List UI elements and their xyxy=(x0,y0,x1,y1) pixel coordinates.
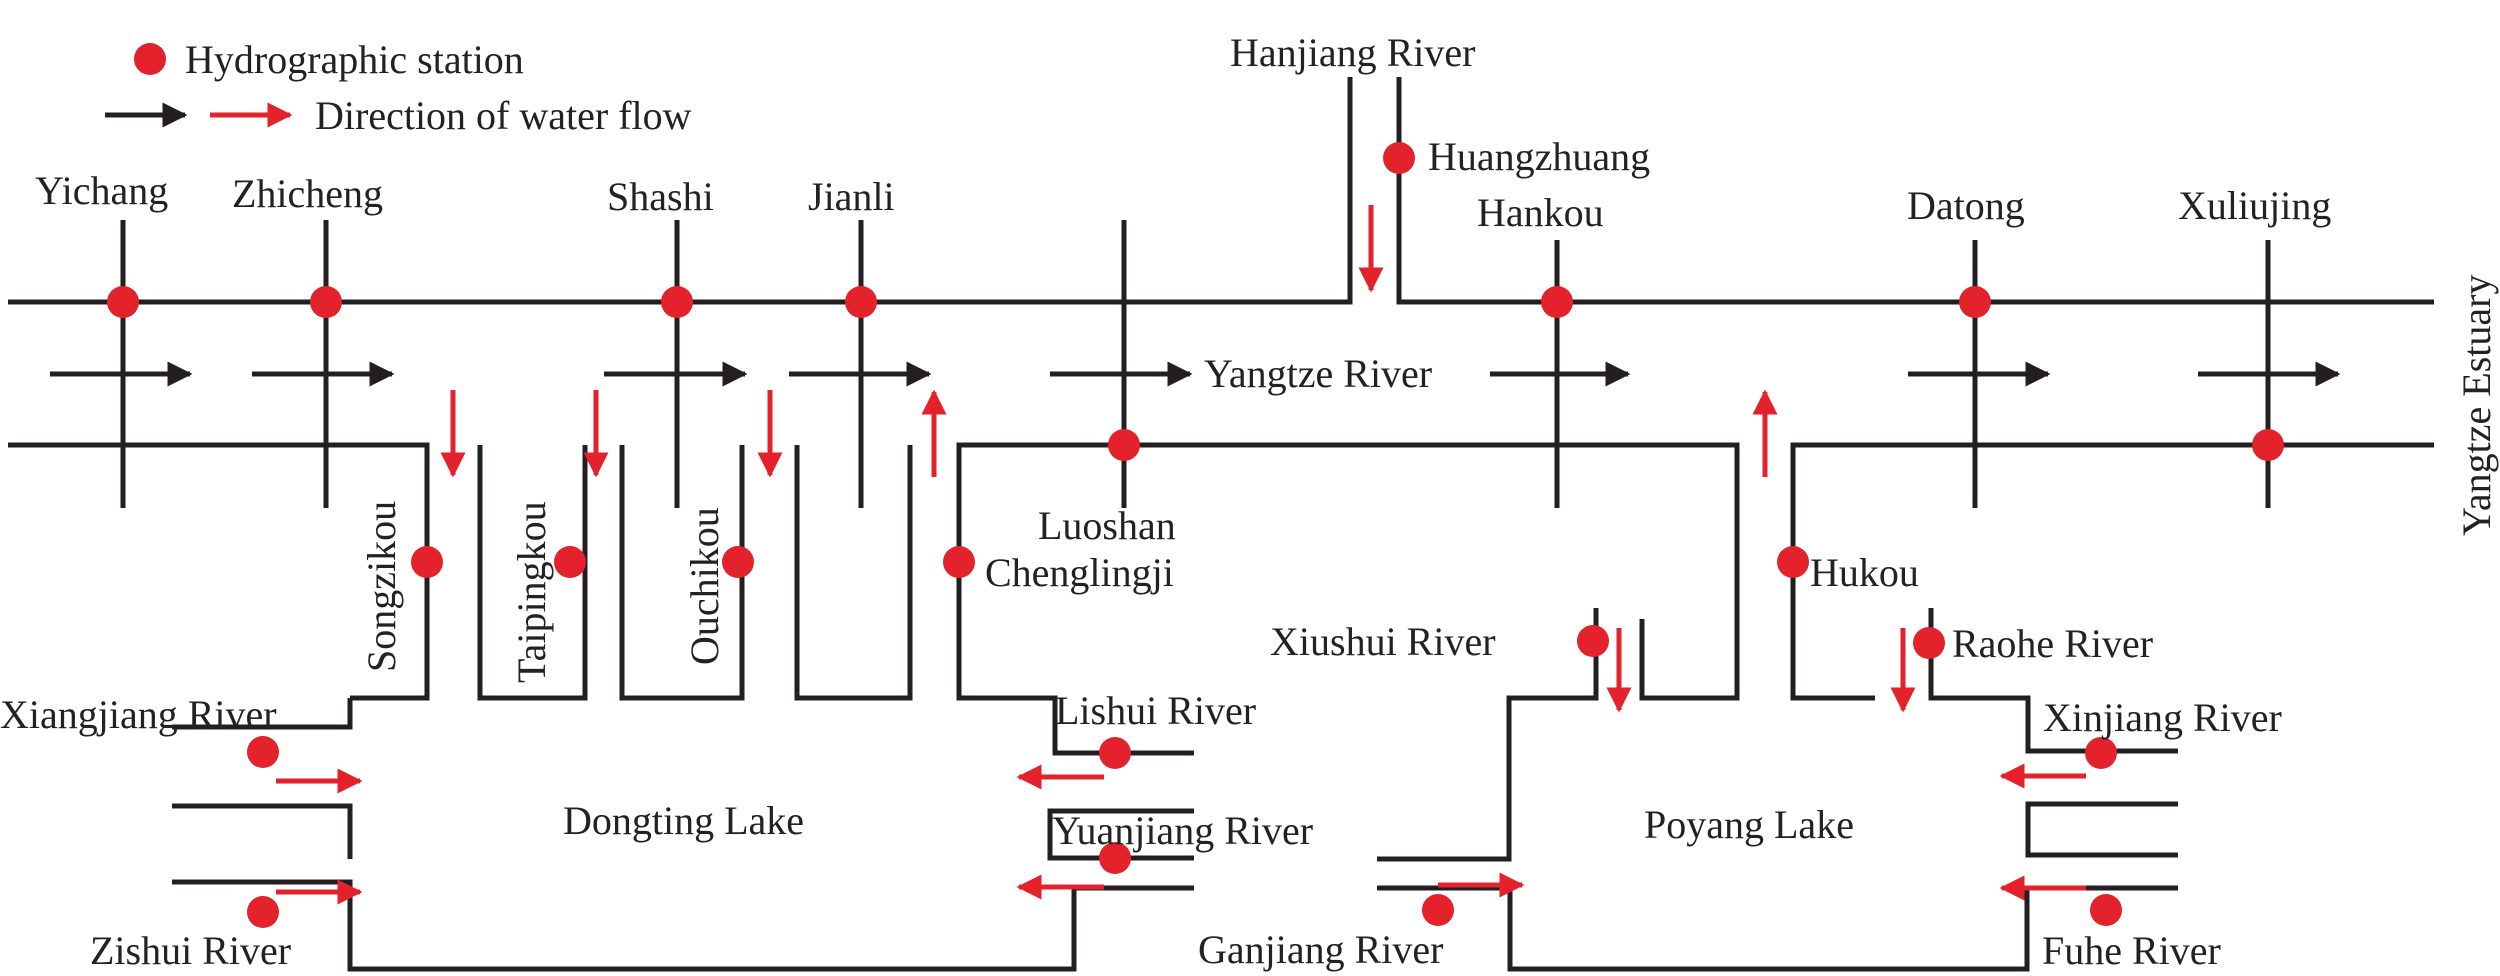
chenglingji-label: Chenglingji xyxy=(985,550,1174,595)
lishui-shore xyxy=(956,442,1740,756)
yangtze-estuary-label: Yangtze Estuary xyxy=(2454,275,2499,536)
datong-station-dot xyxy=(1959,286,1991,318)
luoshan-label: Luoshan xyxy=(1038,503,1176,548)
dongting-lake-outline xyxy=(172,698,353,730)
xuliujing-station-dot xyxy=(2252,429,2284,461)
ouchikou-label: Ouchikou xyxy=(682,507,727,665)
poyang-lake-label: Poyang Lake xyxy=(1644,802,1854,847)
hanjiang-river-label: Hanjiang River xyxy=(1230,30,1476,75)
xiushui-shore xyxy=(1377,608,1599,862)
xinjiang-river-label: Xinjiang River xyxy=(2043,695,2282,740)
xinjiang-shore xyxy=(1928,608,2178,754)
legend-station-icon xyxy=(134,43,166,75)
hukou-station-dot xyxy=(1777,546,1809,578)
songzikou-station-dot xyxy=(411,546,443,578)
ouchikou-station-dot xyxy=(722,546,754,578)
xuliujing-label: Xuliujing xyxy=(2178,183,2331,228)
taipingkou-station-dot xyxy=(554,546,586,578)
jianli-channel xyxy=(794,445,913,701)
jianli-station-dot xyxy=(845,286,877,318)
luoshan-station-dot xyxy=(1108,429,1140,461)
legend: Hydrographic station Direction of water … xyxy=(105,37,692,138)
huangzhuang-label: Huangzhuang xyxy=(1428,134,1650,179)
fuhe-river-label: Fuhe River xyxy=(2042,928,2221,973)
red-flow-arrows xyxy=(276,205,2086,905)
zhicheng-label: Zhicheng xyxy=(232,171,383,216)
ganjiang-station-dot xyxy=(1422,894,1454,926)
yangtze-north-bank xyxy=(8,77,1353,305)
dongting-south-shore xyxy=(172,879,1194,972)
yichang-label: Yichang xyxy=(35,168,168,213)
taipingkou-label: Taipingkou xyxy=(509,501,554,683)
yuanjiang-station-dot xyxy=(1099,842,1131,874)
labels: Yichang Zhicheng Shashi Jianli Hanjiang … xyxy=(0,30,2499,973)
hankou-station-dot xyxy=(1541,286,1573,318)
hukou-label: Hukou xyxy=(1810,550,1919,595)
datong-label: Datong xyxy=(1907,183,2025,228)
yichang-station-dot xyxy=(107,286,139,318)
fuhe-station-dot xyxy=(2090,894,2122,926)
huangzhuang-station-dot xyxy=(1383,142,1415,174)
zishui-river-label: Zishui River xyxy=(90,928,291,973)
dongting-lake-label: Dongting Lake xyxy=(563,798,804,843)
xiushui-river-label: Xiushui River xyxy=(1270,619,1496,664)
yangtze-river-label: Yangtze River xyxy=(1204,351,1432,396)
xiangjiang-station-dot xyxy=(247,736,279,768)
hankou-label: Hankou xyxy=(1477,190,1604,235)
zhicheng-station-dot xyxy=(310,286,342,318)
raohe-station-dot xyxy=(1913,627,1945,659)
chenglingji-station-dot xyxy=(943,546,975,578)
xiangjiang-zishui-divider xyxy=(172,803,353,859)
yuanjiang-river-label: Yuanjiang River xyxy=(1052,808,1313,853)
legend-station-label: Hydrographic station xyxy=(185,37,524,82)
poyang-east-shore xyxy=(2025,801,2178,858)
songzikou-label: Songzikou xyxy=(359,501,404,672)
lishui-river-label: Lishui River xyxy=(1055,688,1256,733)
xiushui-station-dot xyxy=(1577,625,1609,657)
shashi-station-dot xyxy=(661,286,693,318)
zishui-station-dot xyxy=(247,896,279,928)
raohe-river-label: Raohe River xyxy=(1952,621,2153,666)
jianli-label: Jianli xyxy=(808,174,895,219)
legend-flow-label: Direction of water flow xyxy=(315,93,692,138)
shashi-label: Shashi xyxy=(607,174,714,219)
xinjiang-station-dot xyxy=(2085,737,2117,769)
lishui-station-dot xyxy=(1099,737,1131,769)
station-markers xyxy=(107,142,2284,928)
ganjiang-river-label: Ganjiang River xyxy=(1198,927,1444,972)
taipingkou-channel xyxy=(477,445,588,701)
xiangjiang-river-label: Xiangjiang River xyxy=(0,692,277,737)
